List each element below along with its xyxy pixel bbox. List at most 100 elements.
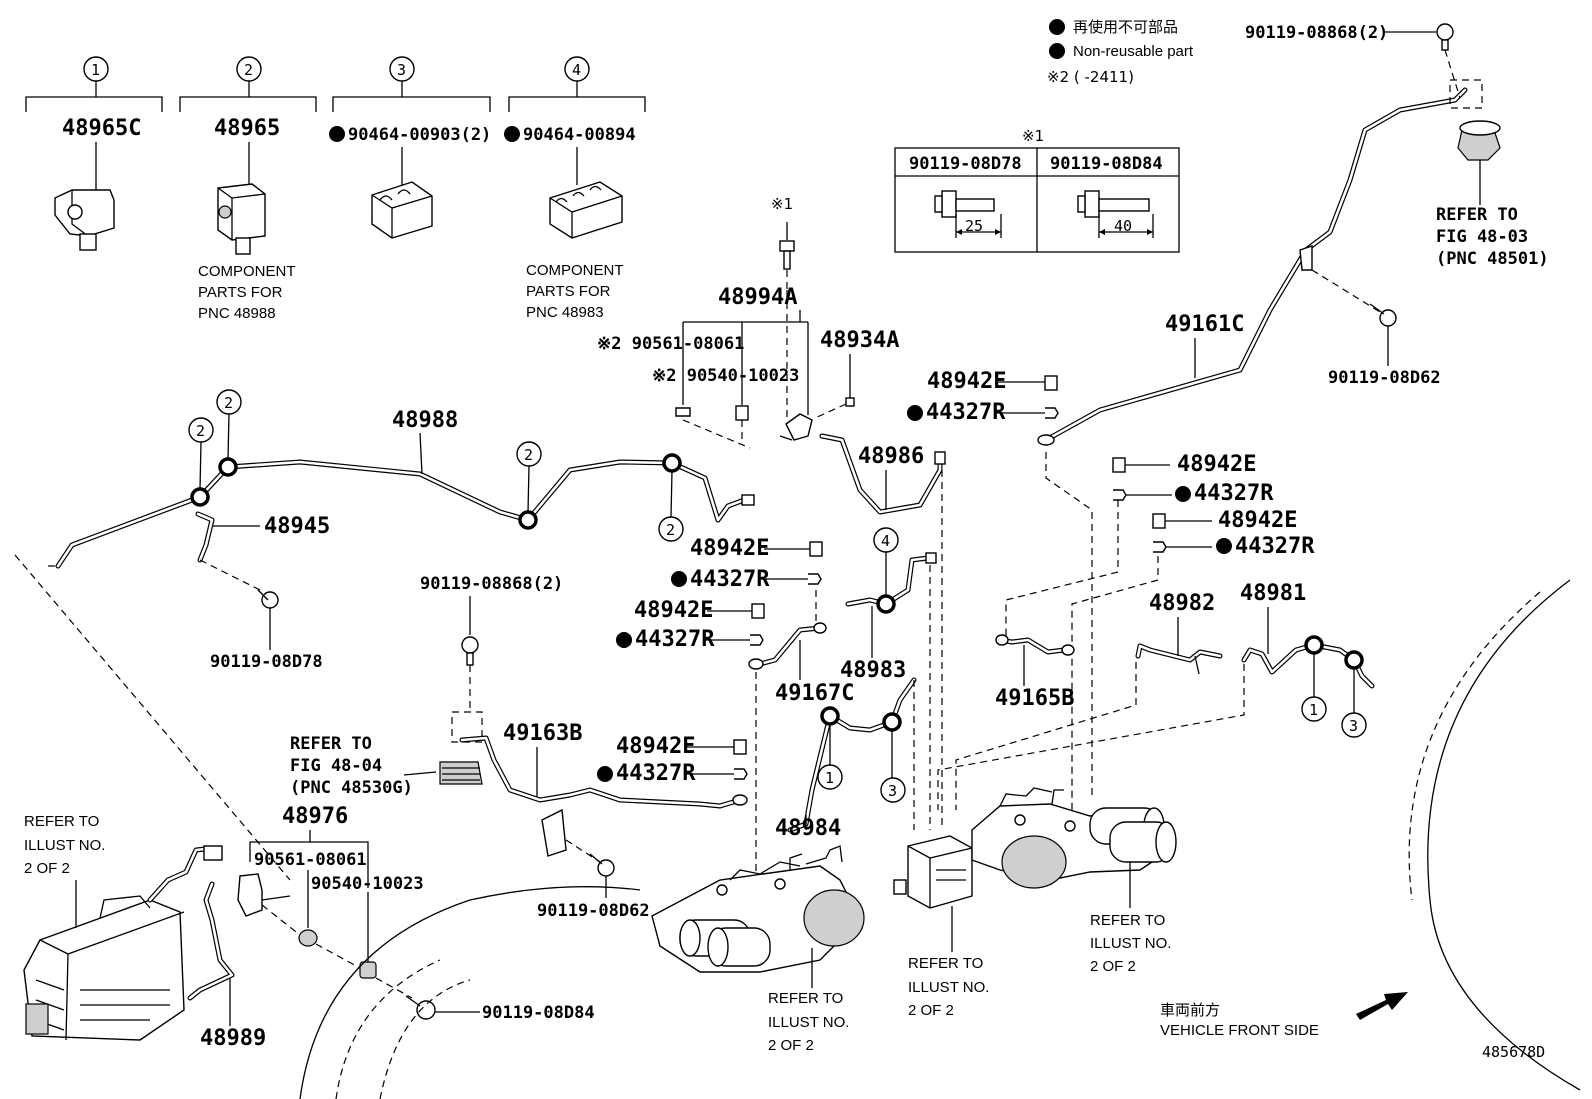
part-49167C: 49167C xyxy=(775,681,854,706)
non-reusable-bullet-icon xyxy=(329,126,345,142)
part-48984: 48984 xyxy=(775,816,841,841)
pipe-49165B xyxy=(995,634,1075,656)
clamp-90464-00894-icon xyxy=(549,181,623,239)
part-48986: 48986 xyxy=(858,444,924,469)
part-48976: 48976 xyxy=(282,804,348,829)
clamp-48976-icon xyxy=(237,873,291,917)
refer-illust-left-line1: REFER TO xyxy=(24,813,99,830)
part-90561-08061-top: ※2 90561-08061 xyxy=(597,334,744,354)
part-90540-10023-top: ※2 90540-10023 xyxy=(652,366,799,386)
legend: 再使用不可部品 Non-reusable part ※2 ( -2411) xyxy=(1047,18,1194,86)
actuator-middle-icon xyxy=(651,845,865,973)
part-48942E-a: 48942E xyxy=(927,369,1006,394)
part-90540-10023-bot: 90540-10023 xyxy=(311,874,424,894)
actuator-right-icon xyxy=(893,787,1177,909)
part-48994A: 48994A xyxy=(718,285,797,310)
pipe-48981 xyxy=(1241,635,1375,689)
clamp-48965-icon xyxy=(217,183,266,255)
clamp-group-3: 3 90464-00903(2) xyxy=(329,56,491,239)
gasket-icon xyxy=(734,768,748,780)
note-48983-line2: PARTS FOR xyxy=(526,283,611,300)
part-90119-08D78: 90119-08D78 xyxy=(210,652,323,672)
refer-illust-mid-line2: ILLUST NO. xyxy=(768,1014,849,1031)
non-reusable-bullet-icon xyxy=(907,405,923,421)
bolt-top-icon xyxy=(779,240,795,270)
part-49161C: 49161C xyxy=(1165,312,1244,337)
pipe-48989 xyxy=(187,881,235,1001)
part-44327R-f: 44327R xyxy=(616,761,696,786)
legend-jp: 再使用不可部品 xyxy=(1073,18,1178,36)
drawing-id: 485678D xyxy=(1482,1043,1545,1061)
gasket-icon xyxy=(1045,407,1059,419)
mark-1-bolt: ※1 xyxy=(771,195,793,213)
refer-illust-right2-line1: REFER TO xyxy=(1090,912,1165,929)
refer-illust-left-line3: 2 OF 2 xyxy=(24,860,70,877)
part-44327R-b: 44327R xyxy=(1194,481,1274,506)
variant-header-1: 90119-08D78 xyxy=(909,154,1022,174)
union-bolt-icon xyxy=(1152,513,1166,529)
grommet-48501-icon xyxy=(1457,120,1501,161)
part-48945: 48945 xyxy=(264,514,330,539)
grommet-90561-icon xyxy=(298,929,318,947)
bracket-48945 xyxy=(195,511,215,563)
non-reusable-bullet-icon xyxy=(504,126,520,142)
refer-illust-right1-line1: REFER TO xyxy=(908,955,983,972)
part-48982: 48982 xyxy=(1149,591,1215,616)
non-reusable-bullet-icon xyxy=(671,571,687,587)
front-jp: 車両前方 xyxy=(1160,1001,1220,1019)
gasket-icon xyxy=(1153,541,1167,553)
non-reusable-bullet-icon xyxy=(597,766,613,782)
part-44327R-d: 44327R xyxy=(690,567,770,592)
part-48942E-c: 48942E xyxy=(1218,508,1297,533)
refer-illust-mid-line3: 2 OF 2 xyxy=(768,1037,814,1054)
non-reusable-bullet-icon xyxy=(1216,538,1232,554)
gasket-icon xyxy=(1113,489,1127,501)
part-48965C: 48965C xyxy=(62,116,141,141)
part-90119-08868-top: 90119-08868(2) xyxy=(1245,23,1388,43)
circle-4: 4 xyxy=(572,61,581,79)
part-48981: 48981 xyxy=(1240,581,1306,606)
part-90119-08D62-right: 90119-08D62 xyxy=(1328,368,1441,388)
pipe-49167C xyxy=(748,622,827,670)
callout-2-b: 2 xyxy=(224,394,233,412)
callout-4-48983: 4 xyxy=(881,532,890,550)
clip-callouts-2: 2 2 2 2 xyxy=(188,389,684,542)
circle-2: 2 xyxy=(244,61,253,79)
non-reusable-bullet-icon xyxy=(1049,43,1065,59)
part-90119-08D62-mid: 90119-08D62 xyxy=(537,901,650,921)
grommet-90540-icon xyxy=(359,961,377,979)
bolt-90119-08D62-mid-icon xyxy=(589,853,615,877)
pipe-48983 xyxy=(845,552,937,614)
refer-illust-right1-line2: ILLUST NO. xyxy=(908,979,989,996)
non-reusable-bullet-icon xyxy=(1175,486,1191,502)
circle-1: 1 xyxy=(91,61,100,79)
note-48983-line1: COMPONENT xyxy=(526,262,624,279)
note-48988-line2: PARTS FOR xyxy=(198,284,283,301)
part-48965: 48965 xyxy=(214,116,280,141)
legend-en: Non-reusable part xyxy=(1073,43,1194,60)
part-48983: 48983 xyxy=(840,658,906,683)
legend-note2: ※2 ( -2411) xyxy=(1047,68,1134,86)
gasket-icon xyxy=(808,573,822,585)
refer-48-04-line2: FIG 48-04 xyxy=(290,756,382,776)
refer-illust-right2-line2: ILLUST NO. xyxy=(1090,935,1171,952)
part-48942E-d: 48942E xyxy=(690,536,769,561)
pipe-48986 xyxy=(819,433,946,515)
refer-48-04-line3: (PNC 48530G) xyxy=(290,778,413,798)
pipe-48982 xyxy=(1135,643,1223,675)
clamp-48965C-icon xyxy=(54,189,115,251)
refer-48-03-line2: FIG 48-03 xyxy=(1436,227,1528,247)
part-48988: 48988 xyxy=(392,408,458,433)
variant-header-2: 90119-08D84 xyxy=(1050,154,1163,174)
union-bolt-icon xyxy=(809,541,823,557)
union-bolt-icon xyxy=(733,739,747,755)
part-49163B: 49163B xyxy=(503,721,582,746)
union-bolt-icon xyxy=(1112,457,1126,473)
part-48942E-b: 48942E xyxy=(1177,452,1256,477)
pipe-49161C xyxy=(1037,87,1468,446)
gasket-icon xyxy=(750,634,764,646)
part-90464-00894: 90464-00894 xyxy=(523,125,636,145)
bolt-90119-08D62-right-icon xyxy=(1369,303,1397,327)
note-48983-line3: PNC 48983 xyxy=(526,304,604,321)
dim-25: 25 xyxy=(965,217,983,235)
